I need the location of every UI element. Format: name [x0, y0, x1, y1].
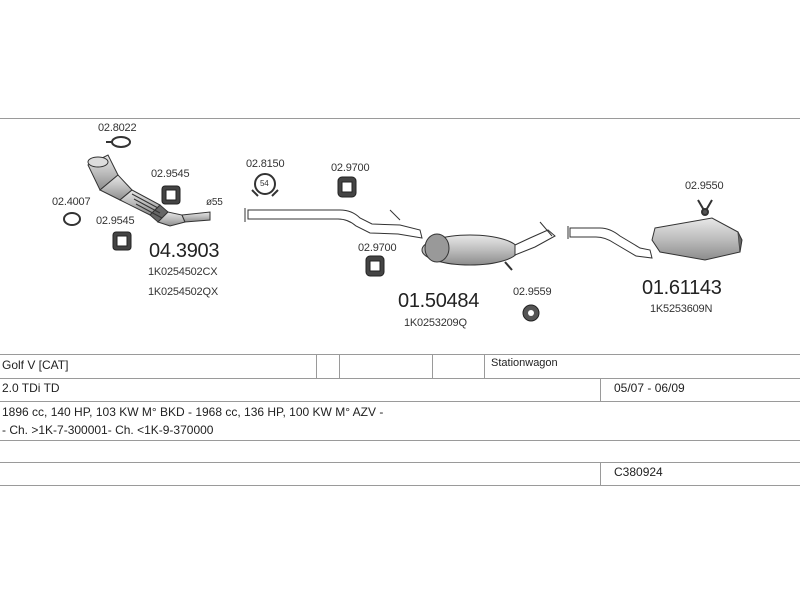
sealing-ring-icon [63, 212, 81, 226]
table-row-line [0, 378, 800, 379]
part-label-02-8022: 02.8022 [98, 122, 137, 134]
table-divider [316, 354, 317, 378]
exhaust-system-diagram [63, 136, 743, 322]
pipe-diameter-label: ø55 [206, 197, 223, 208]
production-date-range: 05/07 - 06/09 [614, 381, 685, 395]
table-bottom-line [0, 485, 800, 486]
part-label-02-9545: 02.9545 [96, 215, 135, 227]
catalog-code: C380924 [614, 465, 663, 479]
rear-silencer [651, 217, 743, 261]
table-divider [484, 354, 485, 378]
body-type: Stationwagon [491, 357, 558, 369]
rubber-mount-icon [161, 185, 181, 205]
rubber-hanger-icon [337, 176, 357, 198]
engine-type: 2.0 TDi TD [2, 381, 60, 395]
table-divider [432, 354, 433, 378]
clamp-size-label: 54 [260, 179, 269, 188]
part-label-02-9545: 02.9545 [151, 168, 190, 180]
main-part-number: 01.61143 [642, 277, 722, 299]
part-label-02-8150: 02.8150 [246, 158, 285, 170]
rubber-buffer-icon [522, 304, 540, 322]
oem-number: 1K0253209Q [404, 317, 467, 329]
rubber-mount-icon [112, 231, 132, 251]
flex-joint [131, 193, 163, 219]
rear-hanger-icon [697, 199, 713, 216]
part-label-02-9559: 02.9559 [513, 286, 552, 298]
middle-pipe [244, 208, 423, 239]
chassis-range: - Ch. >1K-7-300001- Ch. <1K-9-370000 [2, 423, 214, 437]
front-pipe-catalyst [87, 154, 211, 227]
part-label-02-9700: 02.9700 [358, 242, 397, 254]
table-divider [600, 462, 601, 485]
table-divider [339, 354, 340, 378]
rear-pipe [567, 226, 653, 259]
part-label-02-9550: 02.9550 [685, 180, 724, 192]
top-border-line [0, 118, 800, 119]
oem-number: 1K0254502QX [148, 286, 218, 298]
pipe-clamp-icon [251, 173, 279, 197]
engine-specification: 1896 cc, 140 HP, 103 KW M° BKD - 1968 cc… [2, 405, 384, 419]
oem-number: 1K0254502CX [148, 266, 218, 278]
vehicle-model: Golf V [CAT] [2, 358, 69, 372]
table-row-line [0, 401, 800, 402]
table-divider [600, 378, 601, 401]
table-row-line [0, 462, 800, 463]
middle-silencer [421, 221, 556, 271]
table-row-line [0, 440, 800, 441]
table-top-line [0, 354, 800, 355]
main-part-number: 01.50484 [398, 290, 480, 312]
oem-number: 1K5253609N [650, 303, 713, 315]
rubber-hanger-icon [365, 255, 385, 277]
gasket-icon [106, 136, 131, 148]
part-label-02-4007: 02.4007 [52, 196, 91, 208]
main-part-number: 04.3903 [149, 240, 220, 262]
part-label-02-9700: 02.9700 [331, 162, 370, 174]
